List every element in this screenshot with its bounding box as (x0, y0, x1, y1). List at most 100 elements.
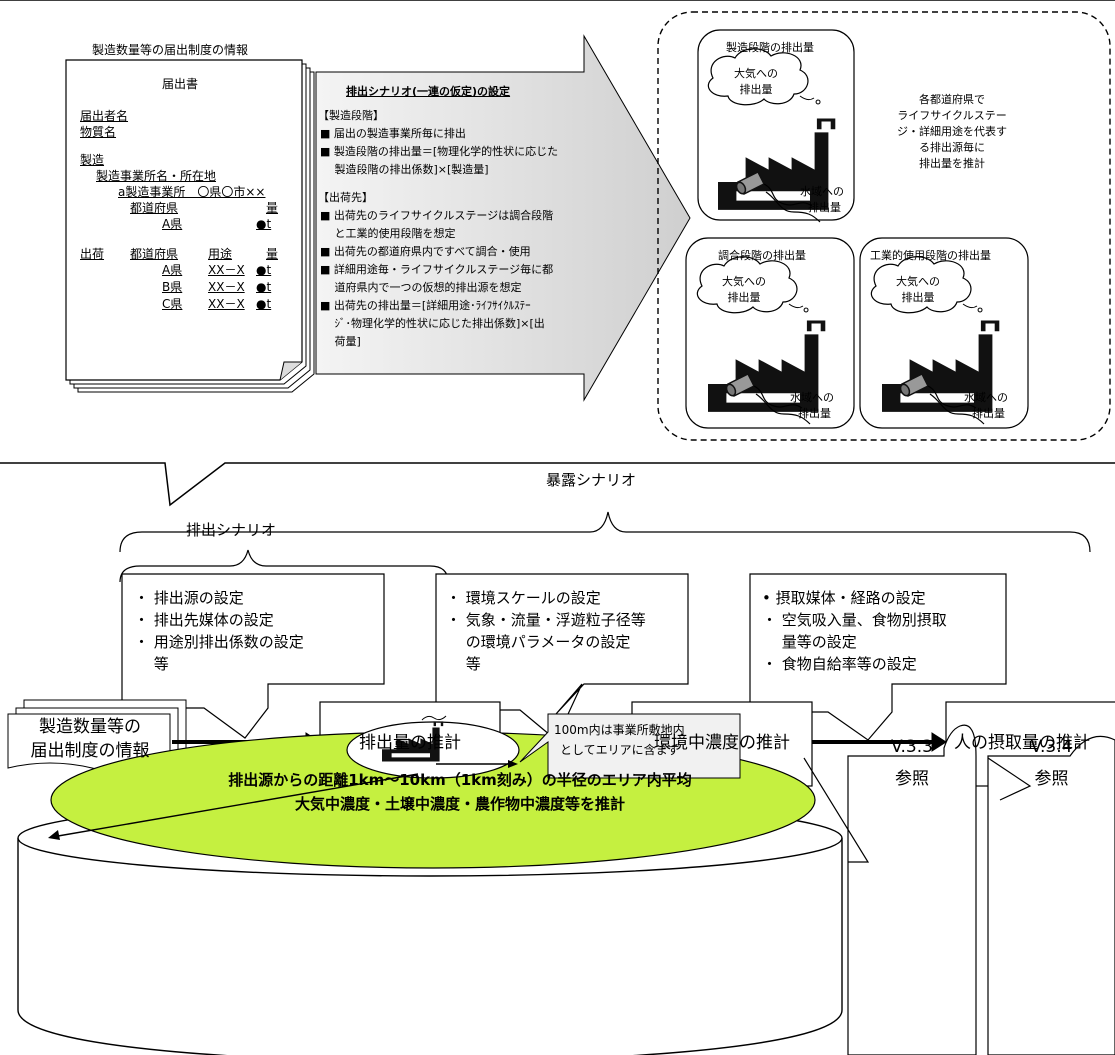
ref-pointer-v334 (987, 757, 1032, 801)
scenario-ship-header: 【出荷先】 (318, 191, 373, 204)
scenario-ship-item: ｼﾞ･物理化学的性状に応じた排出係数]×[出 (320, 317, 545, 330)
form-manufacture: 製造 (80, 153, 105, 167)
top-panel-frame (0, 0, 1115, 507)
scenario-title: 排出シナリオ(一連の仮定)の設定 (346, 85, 511, 98)
scenario-ship-item: ■ 出荷先の都道府県内ですべて調合・使用 (320, 245, 531, 258)
stage-water-label: 水域への (790, 391, 834, 404)
ship-row-use: XX－X (208, 263, 245, 277)
form-filer: 届出者名 (80, 109, 129, 123)
form-ship-qty-header: 量 (266, 247, 279, 261)
big-scenario-arrow (315, 34, 691, 402)
form-ship-pref-header: 都道府県 (130, 247, 179, 261)
area-main-line: 大気中濃度・土壌中濃度・農作物中濃度等を推計 (294, 795, 625, 813)
scenario-mfg-header: 【製造段階】 (318, 109, 384, 122)
exposure-scenario-label: 暴露シナリオ (546, 471, 637, 489)
ref-pointer-v333 (803, 757, 870, 863)
note-line: 排出量を推計 (919, 157, 985, 170)
scenario-ship-item: 道府県内で一つの仮想的排出源を想定 (320, 281, 522, 294)
callout-intake-line: 量等の設定 (762, 633, 857, 651)
callout-environment-line: の環境パラメータの設定 (446, 633, 631, 651)
callout-intake-line: ・ 空気吸入量、食物別摂取 (762, 611, 947, 629)
emission-brace (119, 549, 449, 583)
source-doc-line: 届出制度の情報 (30, 741, 150, 761)
stage-water-label: 排出量 (972, 407, 1005, 420)
inner-note-bubble (519, 713, 741, 779)
ship-row-pref: A県 (162, 263, 183, 277)
form-caption: 製造数量等の届出制度の情報 (92, 43, 249, 57)
callout-emission-line: ・ 排出源の設定 (134, 589, 244, 607)
callout-intake-line: • 摂取媒体・経路の設定 (762, 589, 926, 607)
area-main-line: 排出源からの距離1km～10km（1km刻み）の半径のエリア内平均 (228, 771, 692, 789)
form-row-pref: A県 (162, 217, 183, 231)
form-title: 届出書 (162, 77, 199, 91)
scenario-mfg-item: ■ 届出の製造事業所毎に排出 (320, 127, 466, 140)
radius-arrow-left (57, 773, 419, 837)
cylinder-body (17, 838, 843, 1055)
stage-air-label: 大気への (734, 67, 778, 80)
ref-v334-line: V.3.4 (1030, 737, 1073, 757)
intake-estimate-label: 人の摂取量の推計 (954, 733, 1090, 753)
stage-air-label: 排出量 (727, 291, 761, 304)
ship-row-qty: ●t (256, 280, 272, 294)
scenario-mfg-item: ■ 製造段階の排出量＝[物理化学的性状に応じた (320, 145, 559, 158)
note-line: る排出源毎に (919, 141, 985, 154)
scenario-ship-item: 荷量] (320, 335, 361, 348)
note-line: 各都道府県で (919, 93, 985, 106)
inner-note-line: としてエリアに含まず (560, 743, 680, 757)
stage-air-label: 排出量 (901, 291, 935, 304)
ship-row-qty: ●t (256, 297, 272, 311)
stage-water-label: 排出量 (798, 407, 831, 420)
ref-v334-line: 参照 (1034, 769, 1069, 789)
stages-dashed-box (657, 11, 1111, 441)
form-substance: 物質名 (80, 125, 117, 139)
stage-air-label: 大気への (896, 275, 940, 288)
stage-water-label: 排出量 (808, 201, 841, 214)
form-site-row: a製造事業所 〇県〇市×× (118, 185, 266, 199)
form-site: 製造事業所名・所在地 (96, 169, 217, 183)
stage-air-label: 排出量 (739, 83, 773, 96)
ship-row-use: XX－X (208, 280, 245, 294)
ship-row-pref: B県 (162, 280, 183, 294)
form-pref-header: 都道府県 (130, 201, 179, 215)
air-cloud-icon (696, 48, 972, 314)
ship-row-qty: ●t (256, 263, 272, 277)
scenario-ship-item: ■ 詳細用途毎・ライフサイクルステージ毎に都 (320, 263, 554, 276)
callout-emission-line: ・ 排出先媒体の設定 (134, 611, 274, 629)
water-flow-icon (753, 183, 985, 425)
ship-row-use: XX－X (208, 297, 245, 311)
ship-row-pref: C県 (162, 297, 183, 311)
callout-emission-line: 等 (134, 655, 169, 673)
source-doc-line: 製造数量等の (39, 717, 141, 737)
ref-v333-line: V.3.3 (891, 737, 933, 757)
callout-environment-line: ・ 環境スケールの設定 (446, 589, 601, 607)
callout-environment-line: ・ 気象・流量・浮遊粒子径等 (446, 611, 646, 629)
scenario-ship-item: ■ 出荷先のライフサイクルステージは調合段階 (320, 209, 554, 222)
scenario-ship-item: と工業的使用段階を想定 (320, 227, 456, 240)
inner-note-line: 100m内は事業所敷地内 (554, 723, 685, 737)
form-shipment: 出荷 (80, 247, 105, 261)
note-line: ジ・詳細用途を代表す (897, 125, 1007, 138)
note-line: ライフサイクルステー (897, 109, 1007, 122)
concentration-estimate-label: 環境中濃度の推計 (654, 733, 790, 753)
scenario-mfg-item: 製造段階の排出係数]×[製造量] (320, 163, 489, 176)
stage-label-industrial: 工業的使用段階の排出量 (870, 249, 991, 262)
stage-water-label: 水域への (964, 391, 1008, 404)
callout-intake-line: ・ 食物自給率等の設定 (762, 655, 917, 673)
stage-water-label: 水域への (800, 185, 844, 198)
form-ship-use-header: 用途 (208, 247, 233, 261)
emission-estimate-label: 排出量の推計 (359, 733, 461, 753)
callout-emission-line: ・ 用途別排出係数の設定 (134, 633, 304, 651)
exposure-brace (119, 511, 1091, 553)
stage-label-manufacture: 製造段階の排出量 (726, 41, 814, 54)
stage-label-blending: 調合段階の排出量 (718, 249, 806, 262)
ref-panels (847, 724, 1115, 1055)
ref-v333-line: 参照 (895, 769, 929, 789)
form-qty-header: 量 (266, 201, 279, 215)
form-row-qty: ●t (256, 217, 272, 231)
form-stack (65, 59, 315, 393)
emission-scenario-label: 排出シナリオ (186, 521, 277, 539)
stage-air-label: 大気への (722, 275, 766, 288)
scenario-ship-item: ■ 出荷先の排出量＝[詳細用途･ﾗｲﾌｻｲｸﾙｽﾃｰ (320, 299, 531, 312)
callout-environment-line: 等 (446, 655, 481, 673)
